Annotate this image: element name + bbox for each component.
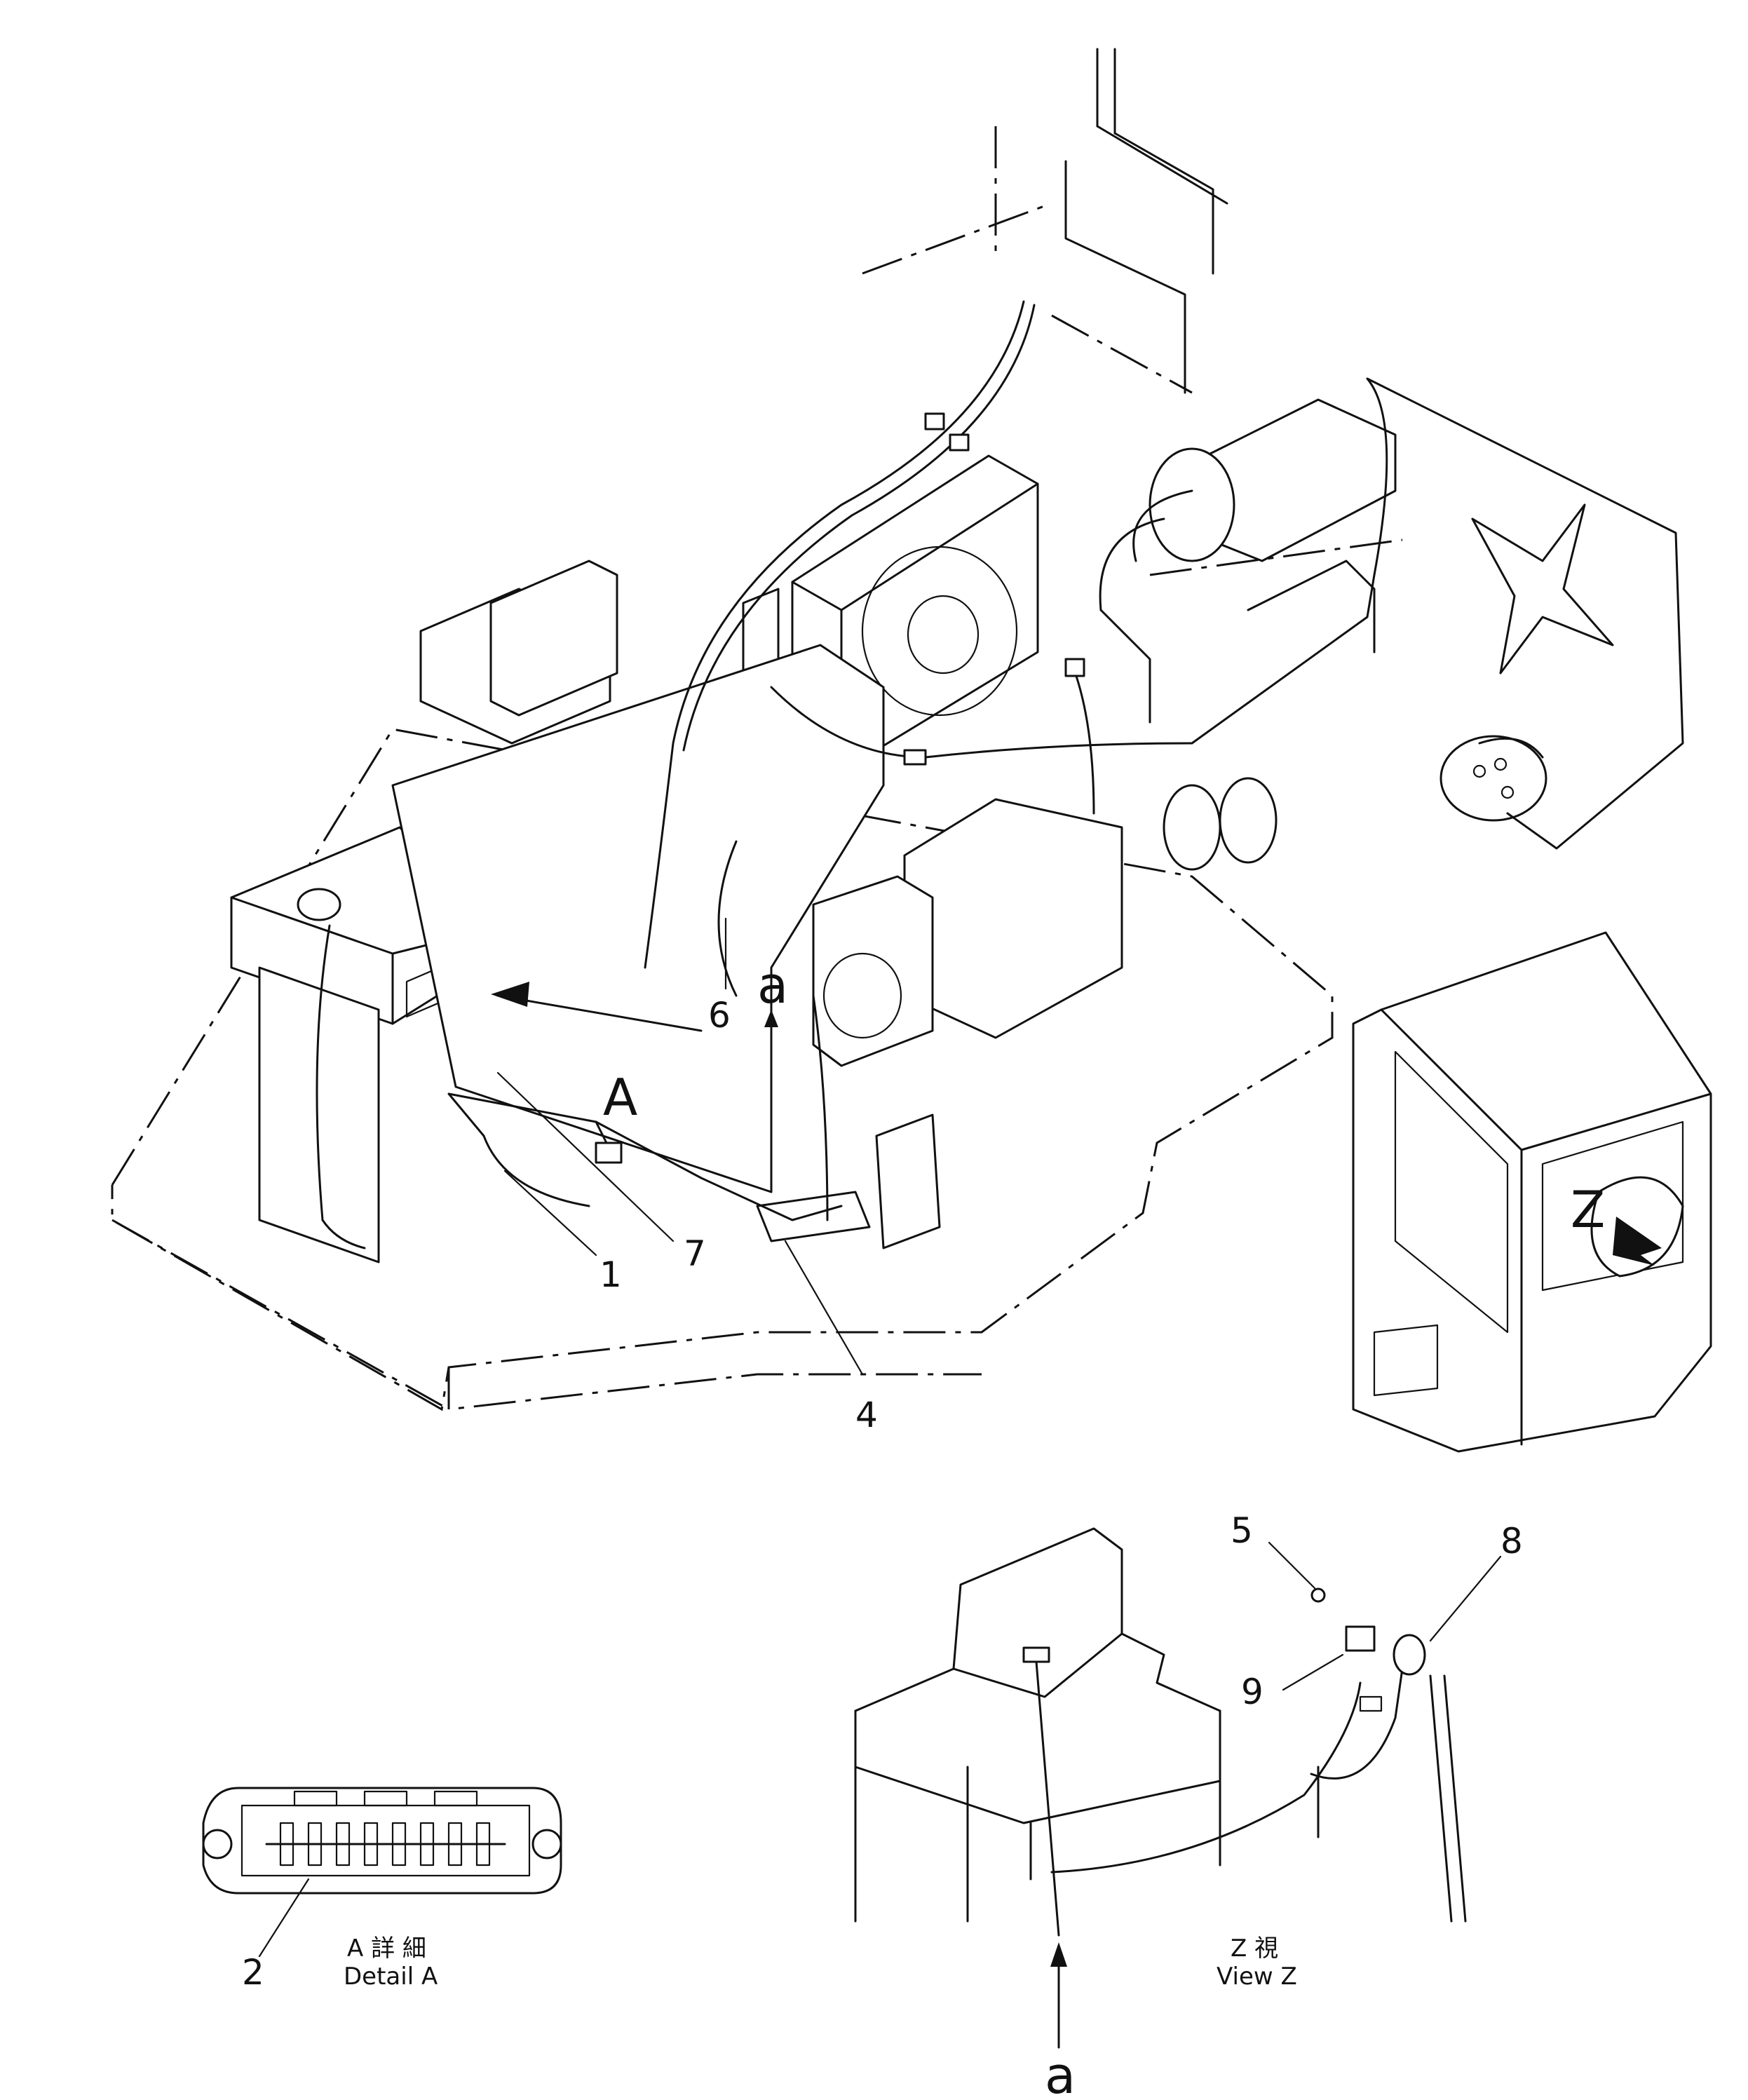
callout-4: 4 (855, 1395, 878, 1435)
callout-9: 9 (1241, 1672, 1263, 1712)
view-z-caption-en: View Z (1217, 1963, 1297, 1991)
detail-a-arrow: A (491, 982, 703, 1127)
view-z-detail (854, 1527, 1502, 1937)
cab-pillar (862, 48, 1228, 394)
a-marker-lower: a (1045, 2046, 1076, 2100)
callout-8: 8 (1500, 1521, 1523, 1562)
engine (1099, 398, 1403, 724)
detail-a-caption-jp: A 詳 細 (347, 1935, 426, 1963)
view-a-arrow-upper: a (757, 956, 788, 1053)
view-z-caption-jp: Z 視 (1231, 1935, 1278, 1963)
connector-pins (265, 1822, 506, 1867)
main-body (391, 644, 1123, 1249)
alternator (1439, 735, 1547, 822)
machine-frame (111, 728, 1334, 1411)
callout-6: 6 (708, 995, 731, 1036)
harness-connector (595, 412, 1085, 1164)
a-marker: A (603, 1068, 637, 1127)
accumulator (1163, 777, 1278, 871)
z-marker: Z (1571, 1180, 1605, 1239)
callout-1: 1 (599, 1254, 622, 1295)
detail-a-caption-en: Detail A (344, 1963, 438, 1991)
callout-5: 5 (1231, 1510, 1253, 1551)
fan-icon (1471, 503, 1614, 675)
wiring-harness (316, 300, 1684, 1249)
view-a-arrow-lower (1050, 1942, 1067, 2049)
view-z-arrow: Z (1571, 1180, 1662, 1266)
a-marker-upper: a (757, 956, 788, 1015)
callout-7: 7 (684, 1233, 706, 1274)
callout-leaders (496, 917, 864, 1376)
cab-overview (1352, 931, 1712, 1453)
detail-a-connector (202, 1787, 562, 1958)
callout-2: 2 (242, 1952, 264, 1993)
